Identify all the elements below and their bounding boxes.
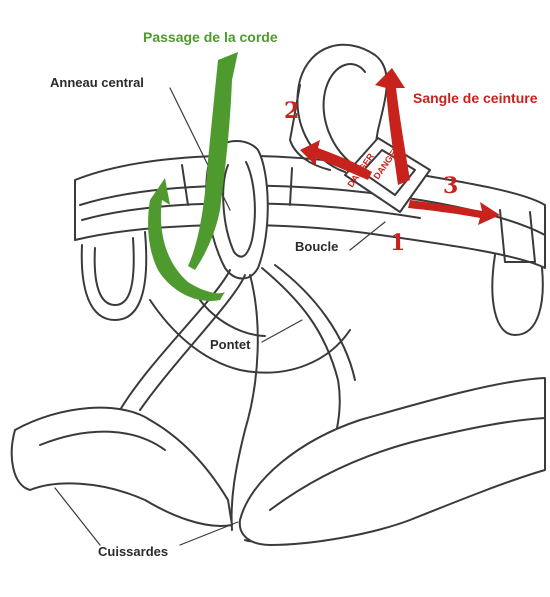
label-boucle: Boucle xyxy=(295,240,338,253)
label-sangle-ceinture: Sangle de ceinture xyxy=(413,91,537,105)
step-number-3: 3 xyxy=(443,175,458,197)
label-pontet: Pontet xyxy=(210,338,250,351)
step-number-2: 2 xyxy=(284,100,299,122)
label-passage-corde: Passage de la corde xyxy=(143,30,278,44)
label-anneau-central: Anneau central xyxy=(50,76,144,89)
label-cuissardes: Cuissardes xyxy=(98,545,168,558)
step-number-1: 1 xyxy=(390,232,405,254)
leg-loops xyxy=(12,378,545,545)
rear-elastics xyxy=(150,300,350,373)
